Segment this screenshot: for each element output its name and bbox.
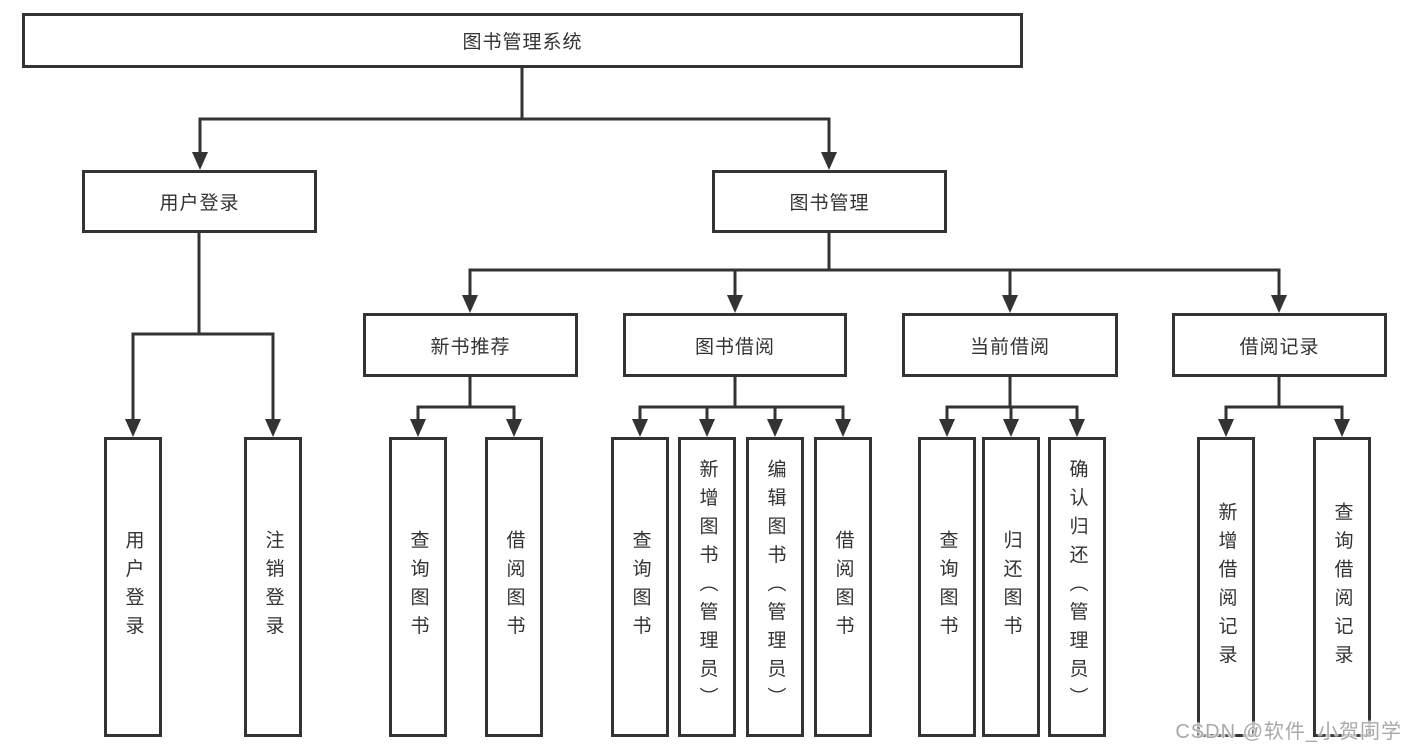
node-book-management: 图书管理 [712, 170, 947, 233]
connector-borrow-records-split [1224, 375, 1344, 425]
arrow-icon [462, 295, 478, 313]
arrow-icon [835, 419, 851, 437]
node-new-book-recommend: 新书推荐 [363, 313, 578, 377]
arrow-icon [1334, 419, 1350, 437]
arrow-icon [410, 419, 426, 437]
arrow-icon [1002, 295, 1018, 313]
leaf-label: 新增借阅记录 [1215, 501, 1237, 673]
leaf-add-borrow-record: 新增借阅记录 [1197, 437, 1255, 737]
arrow-icon [265, 419, 281, 437]
leaf-logout: 注销登录 [244, 437, 302, 737]
arrow-icon [821, 152, 837, 170]
connector-root-to-level2 [198, 66, 831, 158]
leaf-borrow-books: 借阅图书 [814, 437, 872, 737]
node-current-borrow: 当前借阅 [902, 313, 1118, 377]
arrow-icon [1003, 419, 1019, 437]
leaf-user-login: 用户登录 [104, 437, 162, 737]
leaf-label: 查询借阅记录 [1331, 501, 1353, 673]
leaf-label: 归还图书 [1000, 530, 1022, 644]
leaf-query-books-recommend: 查询图书 [389, 437, 447, 737]
arrow-icon [125, 419, 141, 437]
connector-new-book-split [416, 375, 516, 425]
leaf-label: 查询图书 [629, 530, 651, 644]
node-book-borrow: 图书借阅 [623, 313, 847, 377]
leaf-label: 用户登录 [122, 530, 144, 644]
node-borrow-records: 借阅记录 [1172, 313, 1387, 377]
connector-current-borrow-split [945, 375, 1079, 425]
arrow-icon [1069, 419, 1085, 437]
leaf-label: 借阅图书 [503, 530, 525, 644]
leaf-query-books-current: 查询图书 [918, 437, 976, 737]
node-root: 图书管理系统 [22, 13, 1023, 68]
leaf-label: 新增图书（管理员） [696, 458, 718, 716]
arrow-icon [939, 419, 955, 437]
leaf-borrow-books-recommend: 借阅图书 [485, 437, 543, 737]
arrow-icon [506, 419, 522, 437]
connector-user-login-branch [131, 231, 275, 425]
arrow-icon [1271, 295, 1287, 313]
csdn-watermark: CSDN @软件_小贺同学 [1175, 721, 1402, 743]
leaf-label: 注销登录 [262, 530, 284, 644]
leaf-confirm-return-admin: 确认归还（管理员） [1048, 437, 1106, 737]
connector-book-management-branch [468, 231, 1281, 301]
leaf-label: 借阅图书 [832, 530, 854, 644]
leaf-label: 查询图书 [936, 530, 958, 644]
leaf-label: 查询图书 [407, 530, 429, 644]
leaf-label: 确认归还（管理员） [1066, 458, 1088, 716]
leaf-label: 编辑图书（管理员） [764, 458, 786, 716]
node-user-login: 用户登录 [82, 170, 317, 233]
arrow-icon [192, 152, 208, 170]
leaf-query-books-borrow: 查询图书 [611, 437, 669, 737]
arrow-icon [767, 419, 783, 437]
leaf-query-borrow-record: 查询借阅记录 [1313, 437, 1371, 737]
arrow-icon [727, 295, 743, 313]
arrow-icon [699, 419, 715, 437]
leaf-edit-books-admin: 编辑图书（管理员） [746, 437, 804, 737]
arrow-icon [632, 419, 648, 437]
leaf-add-books-admin: 新增图书（管理员） [678, 437, 736, 737]
arrow-icon [1218, 419, 1234, 437]
connector-book-borrow-split [638, 375, 845, 425]
leaf-return-books: 归还图书 [982, 437, 1040, 737]
